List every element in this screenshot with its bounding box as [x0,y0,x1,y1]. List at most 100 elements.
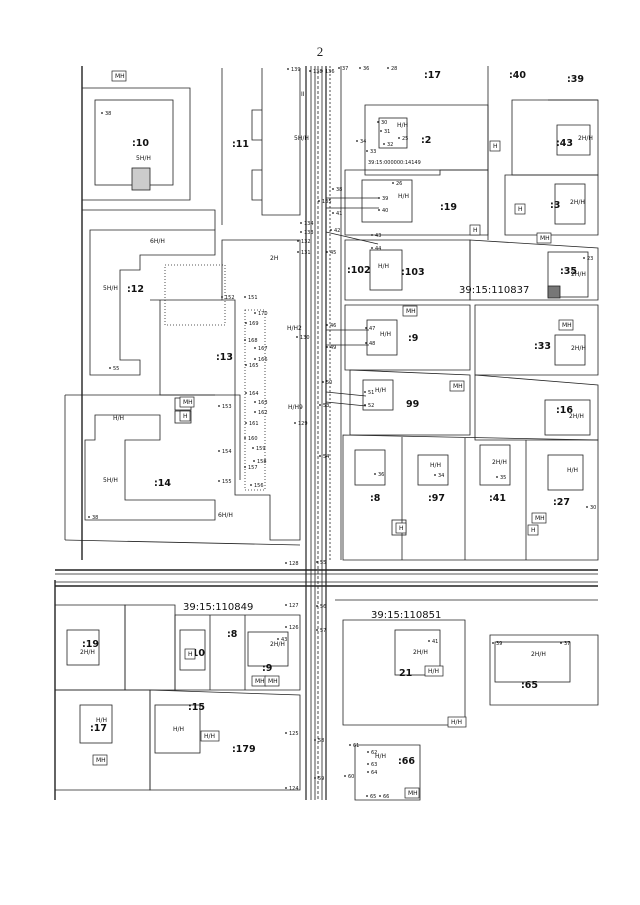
survey-point-number: 165 [249,363,259,369]
survey-point-marker [356,140,358,142]
structure-box-label: Н [531,527,536,534]
building-floors-label: Н/Н [113,415,124,422]
survey-point-number: 126 [289,625,299,631]
survey-point-marker [387,67,389,69]
building-floors-label: 2Н [270,255,278,262]
structure-box [447,716,467,728]
survey-point-number: 161 [249,421,259,427]
survey-point-marker [332,212,334,214]
building-floors-label: Н/Н [567,467,578,474]
building-floors-label: Н/Н [375,387,386,394]
parcel-15 [149,689,301,791]
parcel-66 [354,744,421,801]
survey-point-number: 65 [370,794,376,800]
survey-point-marker [250,484,252,486]
building-floors-label: 2Н/Н [569,413,584,420]
building-floors-label: 6Н/Н [150,238,165,245]
building-19 [361,179,413,223]
survey-point-number: 164 [249,391,259,397]
building-floors-label: Н/Н [375,753,386,760]
survey-point-number: 31 [384,129,390,135]
parcel-35 [469,239,599,301]
survey-point-number: 132 [301,239,311,245]
survey-point-number: 59 [318,776,324,782]
survey-point-number: 38 [92,515,98,521]
survey-point-marker [374,473,376,475]
survey-point-number: 55 [320,560,326,566]
parcel-label: :2 [421,135,431,146]
structure-box-label: МН [535,515,545,522]
survey-point-marker [379,795,381,797]
parcel-label: :43 [556,138,573,149]
parcel-99 [349,369,471,436]
structure-box-label: МН [540,235,550,242]
survey-point-number: 30 [381,120,387,126]
structure-box-label: Н [493,143,498,150]
building-floors-label: 2Н/Н [80,649,95,656]
parcel-labels: :17:40:39:10:11:2:43:19:3:12:102:103:35:… [82,70,584,767]
survey-point-marker [314,739,316,741]
building-floors-label: 2Н/Н [571,345,586,352]
survey-point-marker [378,209,380,211]
survey-point-number: 63 [371,762,377,768]
survey-point-number: 60 [348,774,354,780]
survey-point-number: 36 [363,66,369,72]
structure-box-label: МН [408,790,418,797]
structure-box [449,380,465,392]
parcel-65 [489,634,599,706]
survey-point-number: 28 [391,66,397,72]
parcel-label: :33 [534,341,551,352]
parcel-label: :14 [154,478,171,489]
survey-point-number: 47 [369,326,375,332]
survey-point-number: 129 [298,421,308,427]
survey-point-number: 25 [402,136,408,142]
parcel-label: :9 [262,663,272,674]
parcel-label: :13 [216,352,233,363]
structure-box-label: МН [453,383,463,390]
structure-box [531,512,547,524]
structure-box [558,319,574,331]
structure-box [92,754,108,766]
survey-point-number: 51 [368,390,374,396]
survey-point-marker [244,466,246,468]
parcel-label: :65 [521,680,538,691]
survey-point-number: 37 [342,66,348,72]
parcel-strip [124,604,176,691]
survey-point-marker [326,251,328,253]
survey-point-number: 43 [281,637,287,643]
structure-box-label: Н [399,525,404,532]
survey-point-marker [88,516,90,518]
structure-box [404,787,420,799]
survey-point-number: 152 [225,295,235,301]
structure-box-label: МН [255,678,265,685]
building-103 [369,249,403,291]
courtyard-12 [164,264,226,326]
survey-point-number: 151 [248,295,258,301]
survey-point-number: 34 [360,139,366,145]
map-linework [54,66,599,801]
survey-point-number: 41 [432,639,438,645]
parcel-label: :15 [188,702,205,713]
survey-point-number: 134 [304,221,314,227]
building-floors-label: II [301,91,305,98]
survey-point-marker [560,642,562,644]
parcel-label: 21 [399,668,412,679]
parcel-33 [474,304,599,376]
survey-point-marker [254,347,256,349]
building-12 [89,229,216,376]
main-street-vertical [305,66,342,800]
structure-box-label: Н [518,206,523,213]
survey-point-number: 38 [336,187,342,193]
structure-box-label: МН [268,678,278,685]
survey-point-marker [277,638,279,640]
survey-point-number: 162 [258,410,268,416]
survey-point-marker [218,480,220,482]
building-floors-label: Н/Н [430,462,441,469]
survey-point-number: 155 [222,479,232,485]
cadastral-block-label: 39:15:110851 [371,610,441,621]
survey-point-number: 127 [289,603,299,609]
survey-point-number: 40 [382,208,388,214]
building-floors-label: 2Н/Н [531,651,546,658]
survey-point-marker [344,775,346,777]
